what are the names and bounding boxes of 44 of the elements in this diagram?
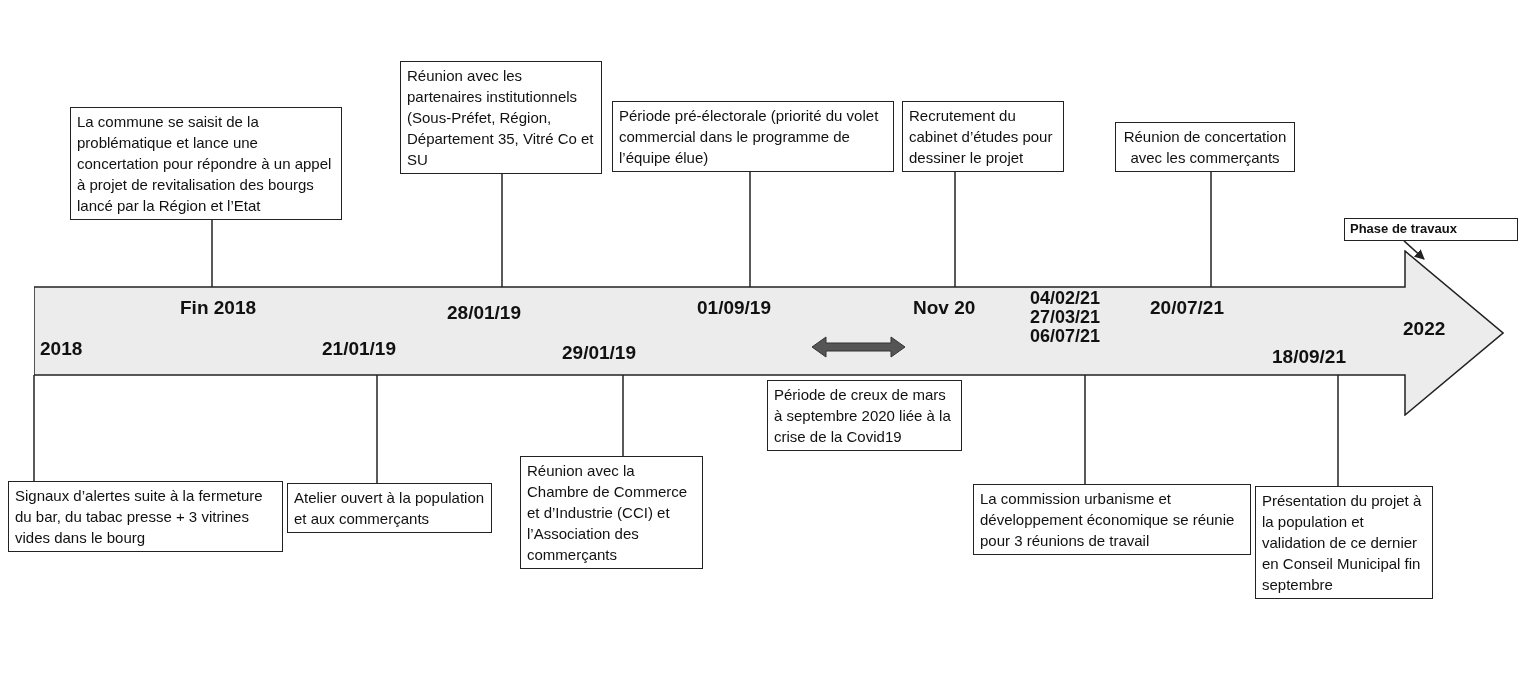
event-box [1255,486,1433,599]
date-label: Nov 20 [913,297,976,319]
event-box [902,101,1064,172]
date-label: 29/01/19 [562,342,636,364]
date-label: 2018 [40,338,83,360]
event-text: Signaux d’alertes suite à la fermeture du bar, du tabac presse + 3 vitrines vides dans le bourg [15,486,264,548]
event-box [612,101,894,172]
leader-line [1210,171,1212,288]
leader-line [622,374,624,457]
event-text: Phase de travaux [1350,221,1458,238]
date-label: 2022 [1403,318,1446,340]
leader-line [954,171,956,288]
event-box [767,380,962,451]
event-text: Période de creux de mars à septembre 2020 liée à la crise de la Covid19 [774,385,952,447]
arrow [1403,240,1425,260]
event-text: Réunion avec les partenaires institutionnels (Sous-Préfet, Région, Département 35, Vitré Co et SU [407,66,595,170]
event-text: Recrutement du cabinet d’études pour dessiner le projet [909,106,1054,168]
date-label: 01/09/19 [697,297,771,319]
event-box [8,481,283,552]
leader-line [211,219,213,288]
date-label: Fin 2018 [180,297,257,319]
event-box [520,456,703,569]
leader-line [749,171,751,288]
event-box [1344,218,1518,241]
leader-line [376,374,378,484]
leader-line [501,173,503,288]
date-label: 28/01/19 [447,302,521,324]
event-text: Réunion avec la Chambre de Commerce et d’Industrie (CCI) et l’Association des commerçants [527,461,689,565]
date-label: 21/01/19 [322,338,396,360]
leader-line [1084,374,1086,485]
event-text: Présentation du projet à la population et validation de ce dernier en Conseil Municipal fin septembre [1262,491,1423,595]
leader-line [33,374,35,482]
date-label: 18/09/21 [1272,346,1346,368]
event-box [1115,122,1295,172]
event-box [287,483,492,533]
date-label: 20/07/21 [1150,297,1224,319]
leader-line [1337,374,1339,487]
event-box [973,484,1251,555]
event-text: Atelier ouvert à la population et aux commerçants [294,488,485,529]
event-text: Réunion de concertation avec les commerçants [1122,127,1288,168]
event-text: Période pré-électorale (priorité du volet commercial dans le programme de l’équipe élue) [619,106,880,168]
event-text: La commission urbanisme et développement économique se réunie pour 3 réunions de travail [980,489,1236,551]
event-text: La commune se saisit de la problématique et lance une concertation pour répondre à un appel à projet de revitalisation des bourgs lancé par la Région et l’Etat [77,112,333,216]
date-label: 04/02/21 27/03/21 06/07/21 [1030,289,1102,346]
